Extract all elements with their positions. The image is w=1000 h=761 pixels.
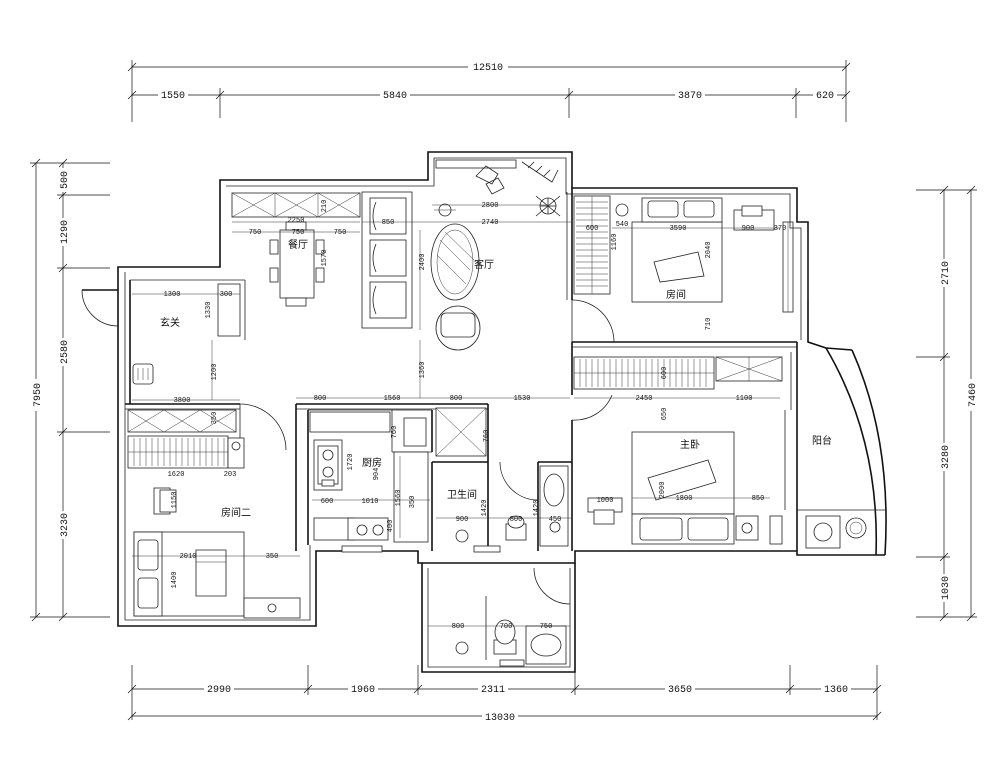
dim-1010: 1010: [362, 498, 379, 506]
dim-900-a: 900: [742, 225, 755, 233]
dim-850-b: 850: [752, 495, 765, 503]
dim-2740: 2740: [482, 219, 499, 227]
dim-1300: 1300: [164, 291, 181, 299]
dim-1560-b: 1560: [395, 490, 403, 507]
dim-203: 203: [224, 471, 237, 479]
dim-2040: 2040: [705, 242, 713, 259]
dim-850: 850: [382, 219, 395, 227]
dim-1620: 1620: [168, 471, 185, 479]
dim-700: 700: [500, 623, 513, 631]
dimension-labels: 12510 1550 5840 3870 620 2990 1960 2311 …: [30, 60, 979, 724]
dim-2400: 2400: [419, 254, 427, 271]
dim-710: 710: [705, 318, 713, 331]
dim-left-seg-4: 3230: [60, 513, 71, 537]
walls: [81, 151, 887, 673]
dim-400: 400: [387, 520, 395, 533]
dim-top-seg-3: 3870: [678, 91, 702, 102]
dim-750-a: 750: [249, 229, 262, 237]
dim-top-seg-1: 1550: [161, 91, 185, 102]
dim-bottom-total: 13030: [485, 713, 515, 724]
dim-1200: 1200: [211, 364, 219, 381]
inner-dimension-lines: [132, 204, 780, 627]
room-labels: 餐厅 客厅 房间 玄关 厨房 卫生间 主卧 阳台 房间二: [160, 238, 832, 519]
dim-1560: 1560: [384, 395, 401, 403]
dim-750-c: 750: [334, 229, 347, 237]
dim-1530: 1530: [514, 395, 531, 403]
dim-210: 210: [321, 200, 329, 213]
dim-top-seg-2: 5840: [383, 91, 407, 102]
dim-2800: 2800: [482, 202, 499, 210]
dim-bottom-seg-5: 1360: [824, 685, 848, 696]
room-label-bathroom: 卫生间: [447, 488, 477, 501]
dim-904: 904: [373, 468, 381, 481]
dim-800-c: 800: [510, 516, 523, 524]
dim-bottom-seg-2: 1960: [351, 685, 375, 696]
dim-left-seg-1: 500: [60, 171, 71, 189]
dim-3590: 3590: [670, 225, 687, 233]
dim-650: 650: [661, 408, 669, 421]
dim-1570: 1570: [321, 250, 329, 267]
dim-600-a: 600: [586, 225, 599, 233]
room-label-bedroom: 房间: [666, 288, 686, 301]
dim-bottom-seg-1: 2990: [207, 685, 231, 696]
dim-540: 540: [616, 221, 629, 229]
dim-left-total: 7950: [33, 383, 44, 407]
dim-1360: 1360: [419, 362, 427, 379]
room-label-bedroom2: 房间二: [221, 506, 251, 519]
dim-750-d: 750: [540, 623, 553, 631]
dim-top-total: 12510: [473, 63, 503, 74]
dim-900-b: 900: [456, 516, 469, 524]
dim-2250: 2250: [288, 217, 305, 225]
dim-1100: 1100: [736, 395, 753, 403]
dim-1000: 1000: [597, 497, 614, 505]
dim-450: 450: [549, 516, 562, 524]
room-label-master: 主卧: [680, 438, 700, 451]
dim-1720: 1720: [347, 454, 355, 471]
dim-1800: 1800: [676, 495, 693, 503]
dim-800-d: 800: [452, 623, 465, 631]
dim-right-seg-3: 1030: [941, 576, 952, 600]
dim-750-b: 750: [292, 229, 305, 237]
dim-350: 350: [211, 412, 219, 425]
dim-350-c: 350: [266, 553, 279, 561]
inner-dimension-labels: 2250 750 750 750 1570 210 850 2800 2740 …: [164, 200, 787, 631]
dim-350-b: 350: [409, 496, 417, 509]
dim-300: 300: [220, 291, 233, 299]
dim-top-seg-4: 620: [816, 91, 834, 102]
dim-left-seg-2: 1290: [60, 220, 71, 244]
dim-600-c: 600: [321, 498, 334, 506]
dim-left-seg-3: 2580: [60, 340, 71, 364]
dim-1330: 1330: [205, 302, 213, 319]
dim-800-a: 800: [314, 395, 327, 403]
dim-2000: 2000: [659, 482, 667, 499]
dim-right-total: 7460: [968, 383, 979, 407]
room-label-balcony: 阳台: [812, 434, 832, 447]
room-label-kitchen: 厨房: [362, 456, 382, 469]
dim-3800: 3800: [174, 397, 191, 405]
dim-370: 370: [774, 225, 787, 233]
dim-right-seg-2: 3280: [941, 445, 952, 469]
dim-760-b: 760: [483, 430, 491, 443]
dim-bottom-seg-3: 2311: [481, 685, 505, 696]
dim-1420-a: 1420: [481, 500, 489, 517]
dim-1420-b: 1420: [533, 500, 541, 517]
room-label-dining: 餐厅: [288, 238, 308, 251]
dim-800-b: 800: [450, 395, 463, 403]
dim-600-b: 600: [661, 367, 669, 380]
dim-1400: 1400: [171, 572, 179, 589]
furniture: [127, 159, 867, 667]
dim-right-seg-1: 2710: [941, 261, 952, 285]
room-label-living: 客厅: [474, 258, 494, 271]
dim-1150: 1150: [171, 492, 179, 509]
dim-760-a: 760: [391, 426, 399, 439]
dim-bottom-seg-4: 3650: [668, 685, 692, 696]
room-label-entry: 玄关: [160, 316, 180, 329]
dim-1160: 1160: [611, 234, 619, 251]
dim-2450: 2450: [636, 395, 653, 403]
dim-2010: 2010: [180, 553, 197, 561]
